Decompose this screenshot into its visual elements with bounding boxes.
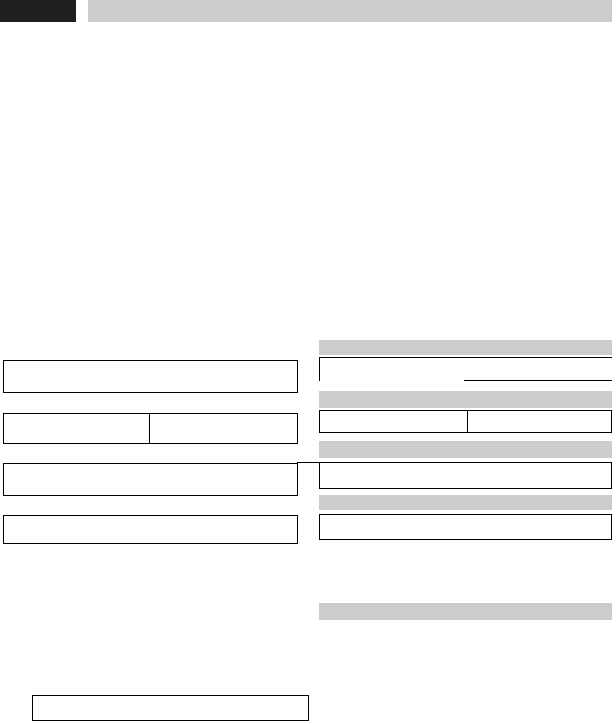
column-connector-rule: [297, 462, 319, 463]
right-section-header-3: [319, 441, 612, 458]
header-dark-block: [0, 0, 76, 22]
right-section-header-2: [319, 391, 612, 408]
header-gray-bar: [88, 0, 612, 22]
right-field-4[interactable]: [319, 514, 612, 540]
right-field-1-underline: [464, 380, 612, 381]
left-field-2-divider: [149, 414, 150, 443]
right-standalone-bar: [319, 603, 612, 620]
left-field-1[interactable]: [3, 360, 298, 393]
left-field-4[interactable]: [3, 515, 298, 544]
right-field-2a[interactable]: [319, 410, 467, 433]
right-field-3[interactable]: [319, 462, 612, 489]
right-section-header-4: [319, 495, 612, 510]
right-field-1[interactable]: [319, 357, 612, 381]
right-field-2b[interactable]: [467, 410, 612, 433]
left-field-2[interactable]: [3, 413, 298, 444]
left-field-3[interactable]: [3, 463, 298, 496]
header-band: [0, 0, 616, 22]
left-field-bottom[interactable]: [32, 695, 309, 721]
right-section-header-1: [319, 340, 612, 355]
